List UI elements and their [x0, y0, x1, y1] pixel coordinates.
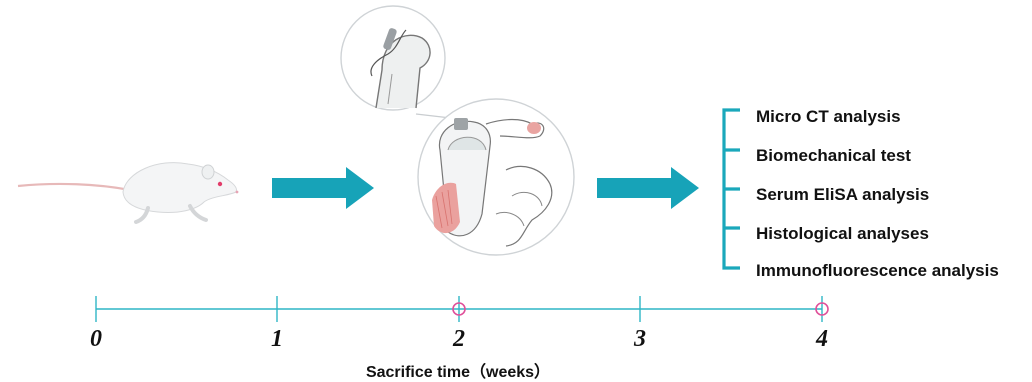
- outcome-micro-ct: Micro CT analysis: [756, 107, 901, 127]
- outcome-histological: Histological analyses: [756, 224, 929, 244]
- rat-icon: [8, 150, 248, 230]
- outcome-serum-elisa: Serum EliSA analysis: [756, 185, 929, 205]
- arrow-right-icon: [597, 167, 701, 209]
- tick-label-4: 4: [807, 326, 837, 353]
- outcome-immunofluorescence: Immunofluorescence analysis: [756, 261, 999, 281]
- timeline-axis: [0, 290, 1032, 326]
- tick-label-2: 2: [444, 326, 474, 353]
- tick-label-0: 0: [81, 326, 111, 353]
- tick-label-1: 1: [262, 326, 292, 353]
- tick-label-3: 3: [625, 326, 655, 353]
- shoulder-surgery-icon: [336, 0, 586, 280]
- outcome-biomechanical-test: Biomechanical test: [756, 146, 911, 166]
- outcomes-bracket: [718, 106, 748, 274]
- axis-title: Sacrifice time（weeks）: [0, 358, 916, 382]
